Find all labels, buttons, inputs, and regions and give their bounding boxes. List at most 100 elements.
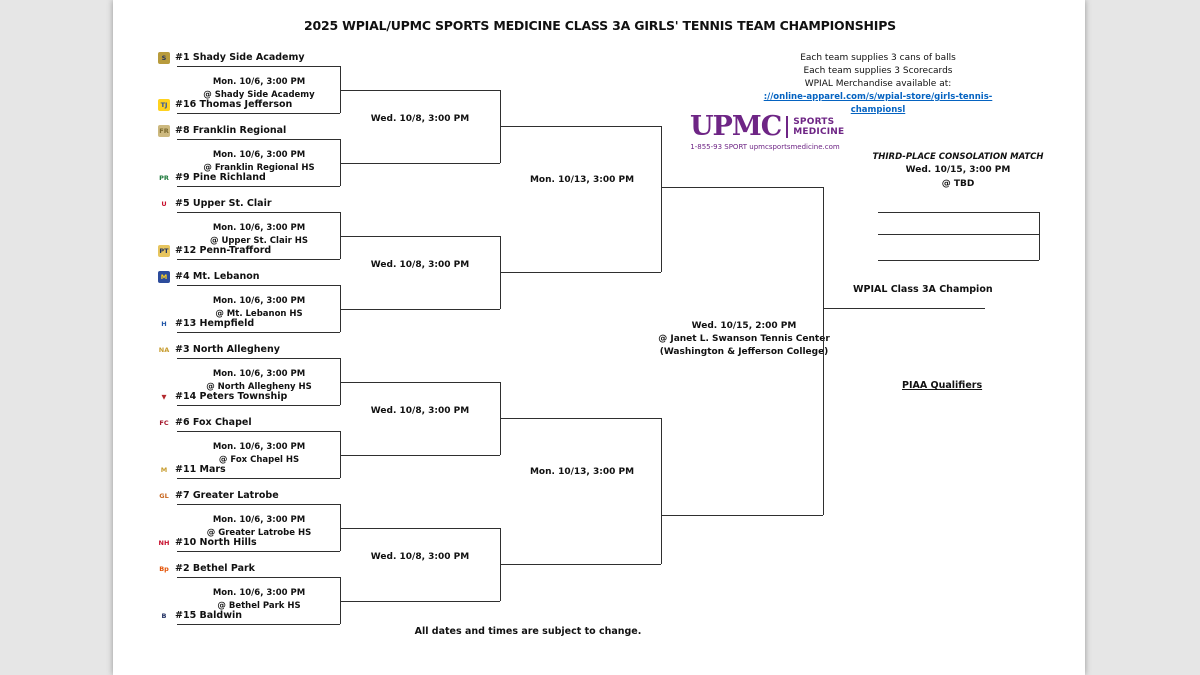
match-info: Mon. 10/6, 3:00 PM @ Upper St. Clair HS <box>178 222 340 248</box>
bracket-line <box>340 212 341 259</box>
team-logo-icon: NH <box>158 538 170 547</box>
team-slot: H#13 Hempfield <box>158 316 254 331</box>
team-slot: PT #12 Penn-Trafford <box>158 243 271 258</box>
consolation-line <box>878 212 1039 213</box>
team-logo-icon: Bp <box>159 564 169 573</box>
consolation-line <box>878 234 1039 235</box>
team-name: #13 Hempfield <box>175 318 255 329</box>
team-logo-icon: PT <box>158 244 170 257</box>
round2-label: Wed. 10/8, 3:00 PM <box>370 552 470 562</box>
consolation-line <box>1039 212 1040 260</box>
bracket-line <box>177 259 340 260</box>
round2-label: Wed. 10/8, 3:00 PM <box>370 114 470 124</box>
team-logo-icon: M <box>160 465 168 474</box>
match-info: Mon. 10/6, 3:00 PM@ Fox Chapel HS <box>178 441 340 467</box>
match-location: @ Bethel Park HS <box>217 601 301 611</box>
team-logo-icon: TJ <box>158 98 170 111</box>
team-slot: NH #10 North Hills <box>158 535 257 550</box>
team-slot: FR#8 Franklin Regional <box>158 123 286 138</box>
team-name: #10 North Hills <box>175 537 257 548</box>
team-logo-icon: NA <box>158 345 170 354</box>
match-datetime: Mon. 10/6, 3:00 PM <box>212 150 306 160</box>
sponsor-division: SPORTS MEDICINE <box>793 117 845 137</box>
merchandise-link[interactable]: ://online-apparel.com/s/wpial-store/girl… <box>763 92 993 115</box>
note-line: Each team supplies 3 Scorecards <box>803 66 953 76</box>
team-name: #15 Baldwin <box>175 610 242 621</box>
document-sheet <box>113 0 1085 675</box>
team-name: #9 Pine Richland <box>175 172 266 183</box>
sponsor-contact: 1-855-93 SPORT upmcsportsmedicine.com <box>690 143 840 151</box>
team-name: #5 Upper St. Clair <box>175 198 272 209</box>
notes-block: Each team supplies 3 cans of balls Each … <box>746 52 1010 117</box>
champion-label: WPIAL Class 3A Champion <box>853 284 993 295</box>
note-line: WPIAL Merchandise available at: <box>804 79 952 89</box>
consolation-line <box>878 260 1039 261</box>
team-logo-icon: M <box>158 270 170 283</box>
team-slot: M#11 Mars <box>158 462 226 477</box>
match-info: Mon. 10/6, 3:00 PM@ Mt. Lebanon HS <box>178 295 340 321</box>
page-title: 2025 WPIAL/UPMC SPORTS MEDICINE CLASS 3A… <box>303 18 896 33</box>
team-slot: S#1 Shady Side Academy <box>158 50 305 65</box>
team-slot: Bp#2 Bethel Park <box>158 561 255 576</box>
bracket-line <box>823 187 824 515</box>
team-name: #4 Mt. Lebanon <box>175 271 260 282</box>
third-place-block: THIRD-PLACE CONSOLATION MATCH Wed. 10/15… <box>858 151 1058 191</box>
bracket-line <box>340 139 341 186</box>
match-location: @ Upper St. Clair HS <box>209 236 308 246</box>
bracket-line <box>177 504 340 505</box>
upmc-sports-medicine-logo: UPMC SPORTS MEDICINE 1-855-93 SPORT upmc… <box>690 111 850 151</box>
team-slot: U#5 Upper St. Clair <box>158 196 272 211</box>
match-location: @ Mt. Lebanon HS <box>215 309 303 319</box>
team-name: #6 Fox Chapel <box>175 417 252 428</box>
bracket-line <box>340 90 500 91</box>
bracket-line <box>661 418 662 564</box>
team-logo-icon: PR <box>159 173 169 182</box>
final-match-info: Wed. 10/15, 2:00 PM @ Janet L. Swanson T… <box>644 320 844 359</box>
match-info: Mon. 10/6, 3:00 PM @ Greater Latrobe HS <box>178 514 340 540</box>
bracket-line <box>177 212 340 213</box>
round2-label: Wed. 10/8, 3:00 PM <box>370 406 470 416</box>
bracket-line <box>340 577 341 624</box>
match-info: Mon. 10/6, 3:00 PM @ Bethel Park HS <box>178 587 340 613</box>
bracket-line <box>661 126 662 272</box>
third-place-datetime: Wed. 10/15, 3:00 PM <box>905 165 1011 175</box>
team-name: #16 Thomas Jefferson <box>175 99 293 110</box>
bracket-line <box>340 431 341 478</box>
match-location: @ Fox Chapel HS <box>218 455 300 465</box>
bracket-line <box>340 601 500 602</box>
team-name: #12 Penn-Trafford <box>175 245 272 256</box>
bracket-line <box>177 551 340 552</box>
bracket-line <box>500 272 661 273</box>
match-info: Mon. 10/6, 3:00 PM@ North Allegheny HS <box>178 368 340 394</box>
match-datetime: Mon. 10/6, 3:00 PM <box>212 588 306 598</box>
match-datetime: Mon. 10/6, 3:00 PM <box>212 515 306 525</box>
team-slot: M #4 Mt. Lebanon <box>158 269 260 284</box>
bracket-line <box>340 455 500 456</box>
upmc-wordmark: UPMC <box>690 111 782 142</box>
team-name: #1 Shady Side Academy <box>175 52 305 63</box>
bracket-line <box>500 418 661 419</box>
bracket-line <box>177 285 340 286</box>
piaa-qualifiers-label: PIAA Qualifiers <box>902 380 983 391</box>
match-datetime: Mon. 10/6, 3:00 PM <box>212 77 306 87</box>
bracket-line <box>500 126 661 127</box>
bracket-line <box>340 285 341 332</box>
match-datetime: Mon. 10/6, 3:00 PM <box>212 223 306 233</box>
bracket-line <box>340 528 500 529</box>
bracket-line <box>340 358 341 405</box>
footer-note: All dates and times are subject to chang… <box>414 626 642 637</box>
team-slot: TJ #16 Thomas Jefferson <box>158 97 292 112</box>
team-name: #3 North Allegheny <box>175 344 280 355</box>
bracket-line <box>177 186 340 187</box>
bracket-line <box>340 236 500 237</box>
semifinal-label: Mon. 10/13, 3:00 PM <box>529 175 635 185</box>
bracket-line <box>661 187 823 188</box>
logo-divider <box>786 116 789 138</box>
match-info: Mon. 10/6, 3:00 PM@ Franklin Regional HS <box>178 149 340 175</box>
bracket-line <box>177 358 340 359</box>
match-location: @ Greater Latrobe HS <box>206 528 312 538</box>
team-logo-icon: B <box>161 611 167 620</box>
team-slot: GL#7 Greater Latrobe <box>158 488 278 503</box>
match-info: Mon. 10/6, 3:00 PM@ Shady Side Academy <box>178 76 340 102</box>
bracket-line <box>177 577 340 578</box>
